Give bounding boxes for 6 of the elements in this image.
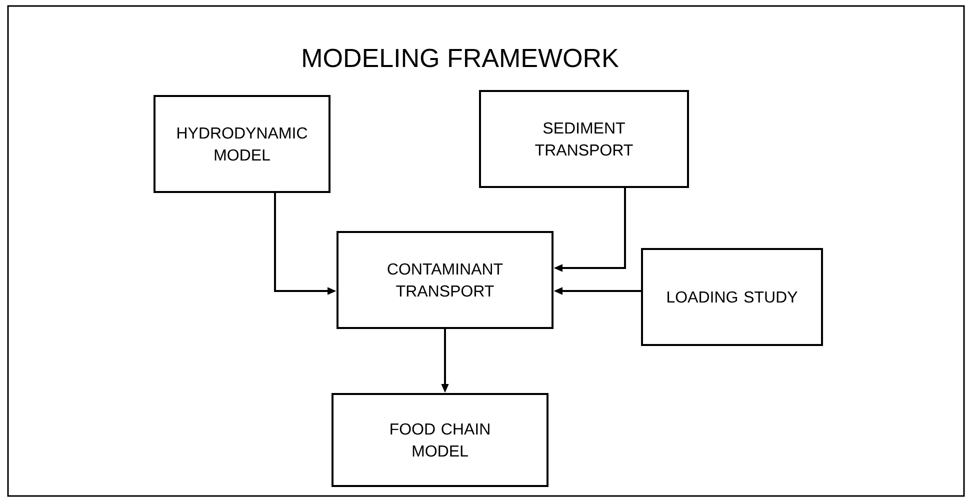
process-box: LOADING STUDY [641, 248, 824, 346]
process-box: SEDIMENT TRANSPORT [479, 90, 689, 188]
process-box: HYDRODYNAMIC MODEL [154, 95, 330, 193]
process-box: CONTAMINANT TRANSPORT [336, 231, 554, 329]
title: MODELING FRAMEWORK [303, 48, 619, 68]
process-box: FOOD CHAIN MODEL [332, 393, 548, 487]
